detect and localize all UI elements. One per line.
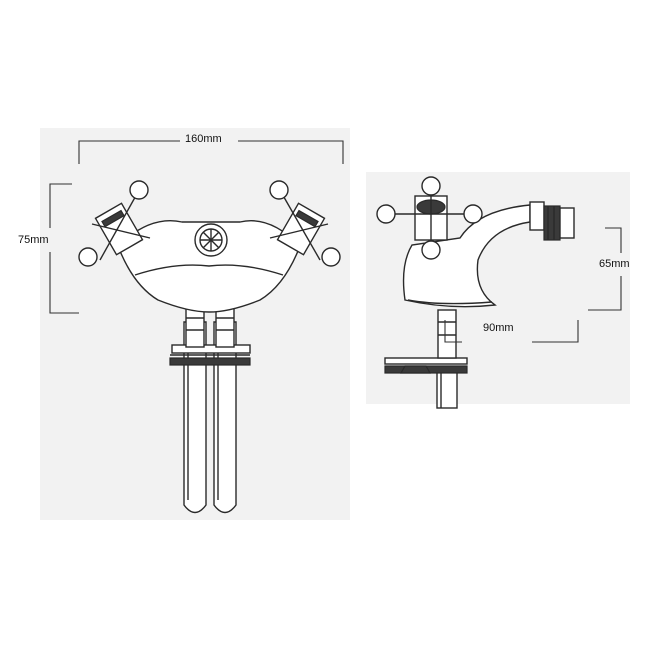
side-height-dimension-line bbox=[588, 227, 622, 311]
height-dimension-line bbox=[49, 183, 79, 314]
depth-dimension-line bbox=[444, 320, 579, 343]
side-height-dimension-label: 65mm bbox=[599, 258, 630, 270]
front-right-handle bbox=[269, 180, 341, 267]
front-left-handle bbox=[78, 180, 151, 267]
side-shank bbox=[437, 309, 457, 359]
front-shanks bbox=[185, 304, 235, 348]
front-mounting-plate bbox=[169, 344, 251, 366]
height-dimension-label: 75mm bbox=[18, 234, 49, 246]
side-handle bbox=[376, 176, 483, 260]
front-centre-rose bbox=[194, 223, 228, 257]
side-tap-body bbox=[402, 204, 531, 308]
width-dimension-label: 160mm bbox=[185, 133, 222, 145]
side-mounting-plate bbox=[384, 357, 468, 374]
width-dimension-line bbox=[78, 140, 344, 164]
side-view-tap bbox=[376, 176, 575, 409]
side-spout-nozzle bbox=[529, 201, 575, 241]
front-view-tap bbox=[78, 180, 341, 514]
side-supply-pipe bbox=[436, 371, 458, 409]
depth-dimension-label: 90mm bbox=[483, 322, 514, 334]
